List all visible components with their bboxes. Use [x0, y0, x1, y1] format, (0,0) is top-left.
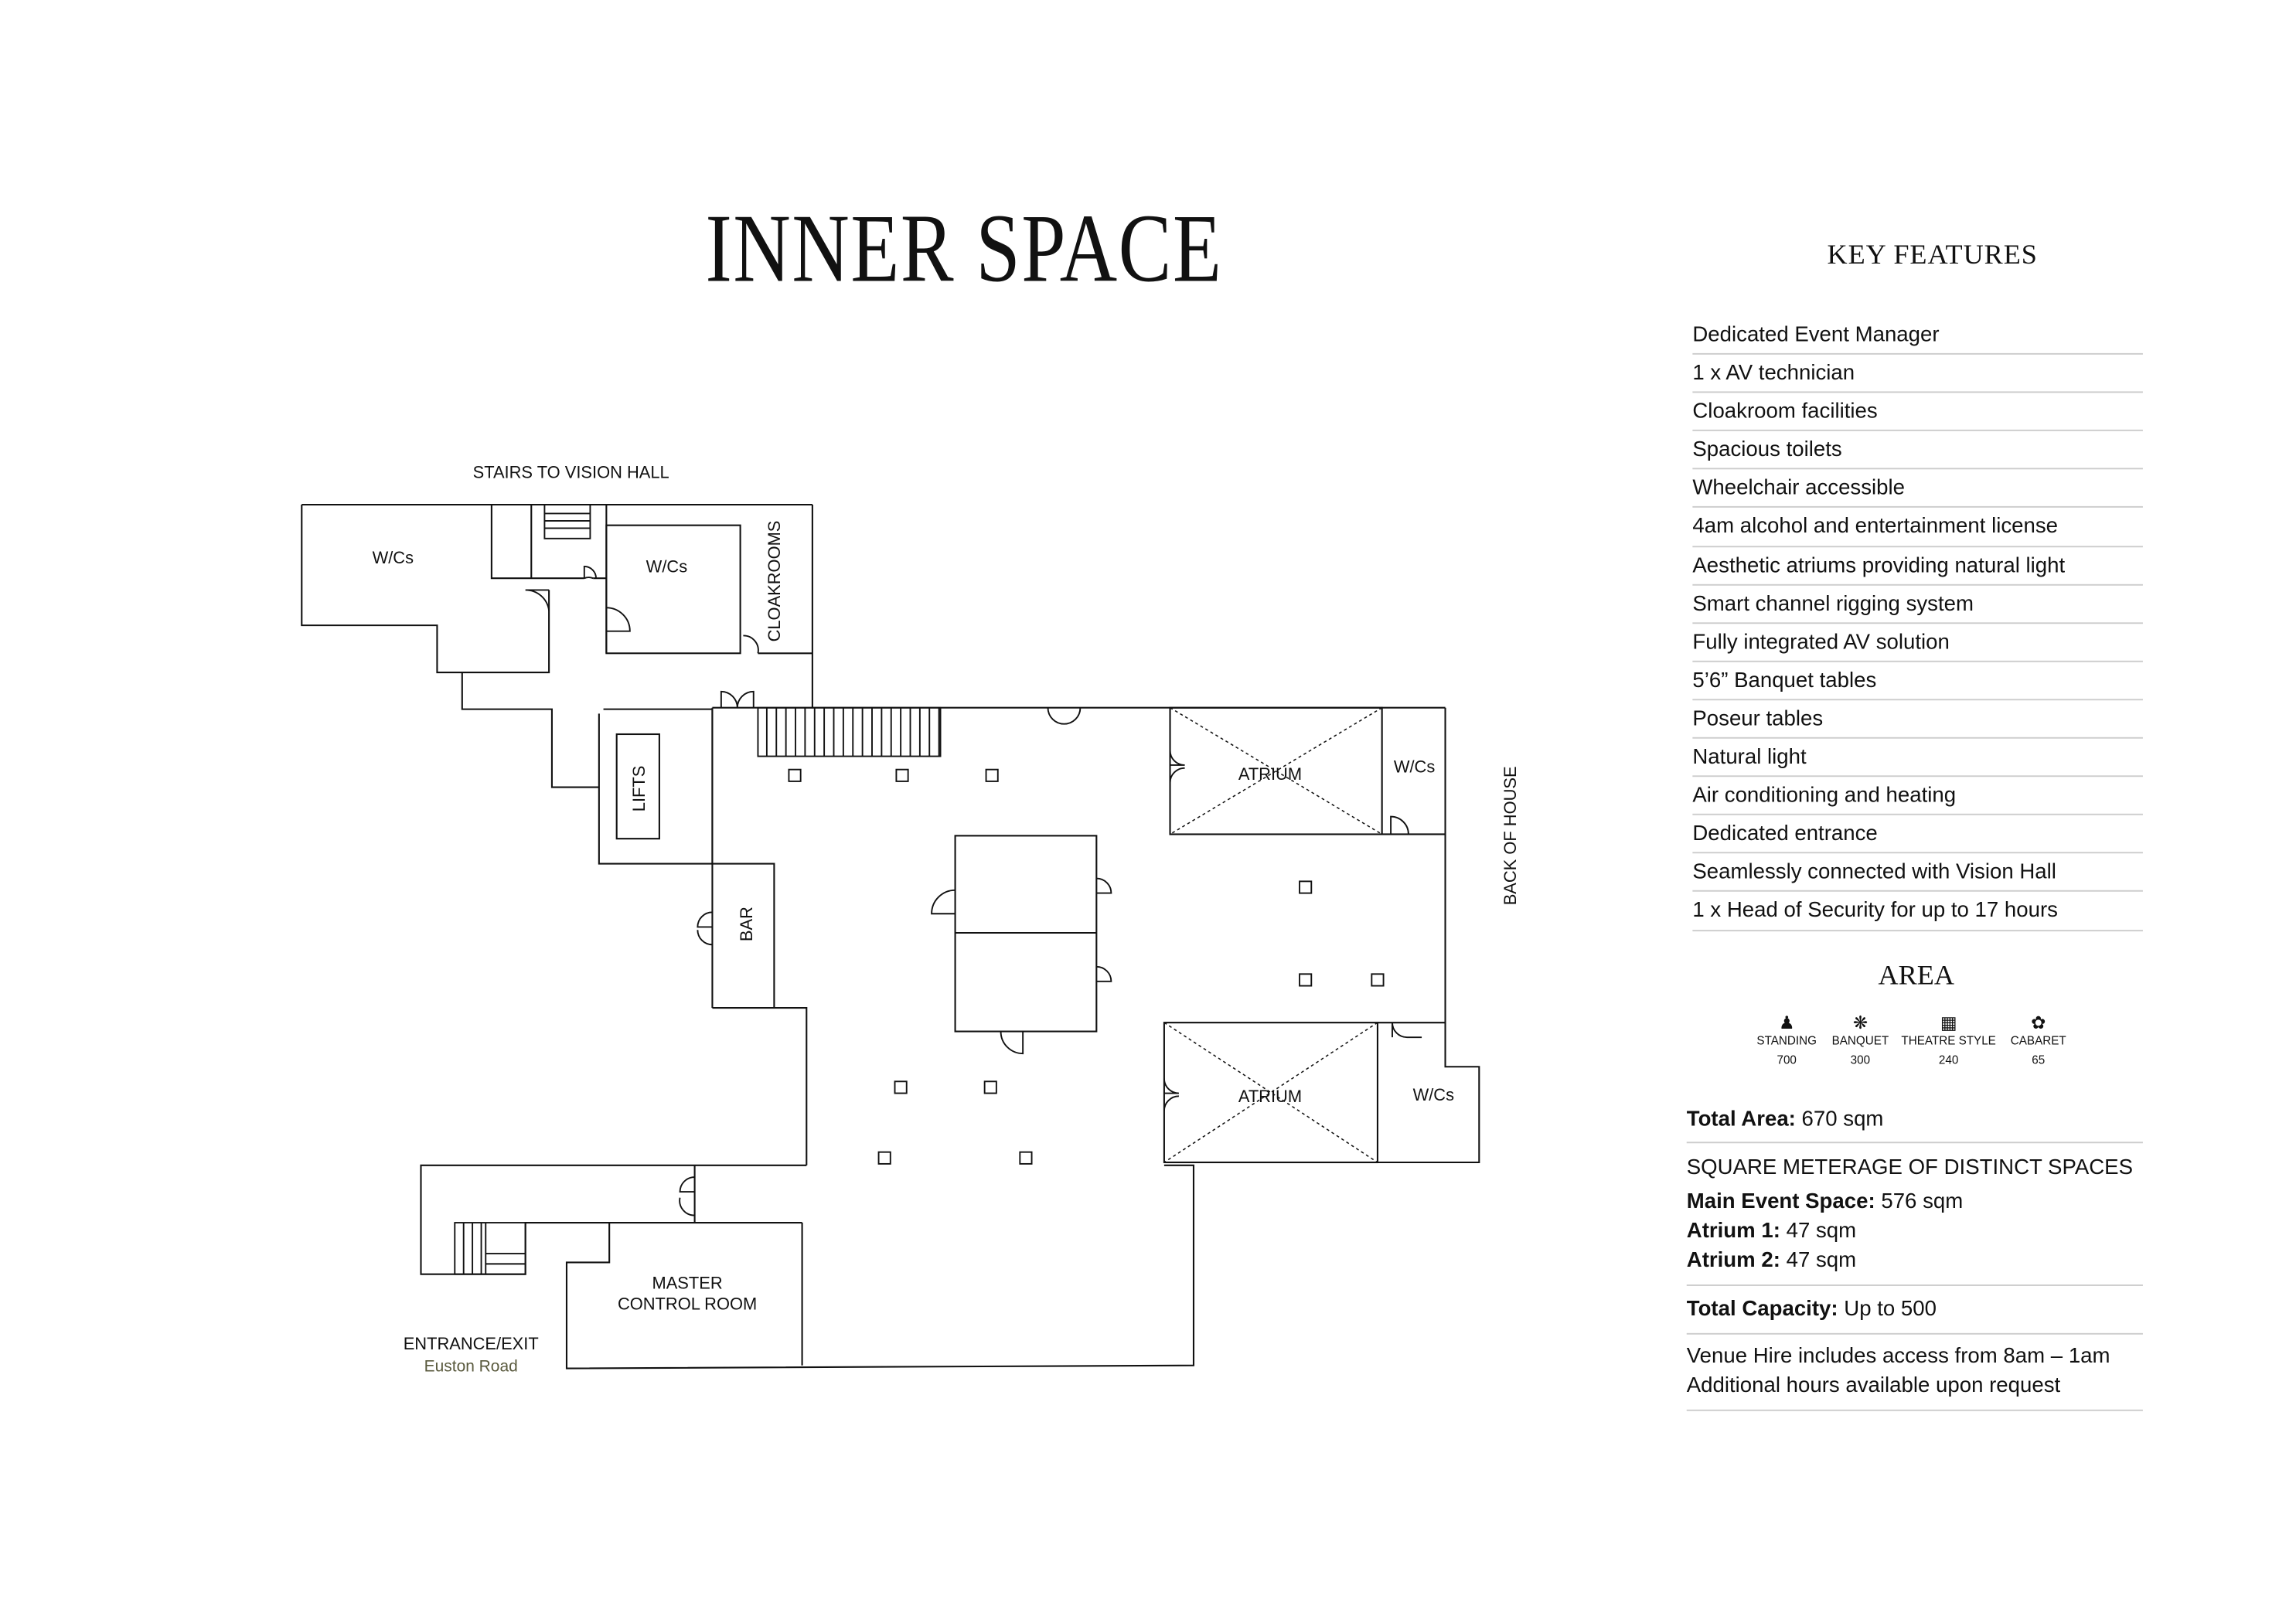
floor-plan: STAIRS TO VISION HALL W/Cs W/Cs CLOAKROO… — [301, 463, 1520, 1375]
stairs — [454, 504, 942, 1275]
distinct-spaces-heading: SQUARE METERAGE OF DISTINCT SPACES — [1686, 1156, 2134, 1180]
total-area-label: Total Area: — [1686, 1108, 1796, 1132]
capacity-cabaret: ✿ CABARET 65 — [1987, 1012, 2090, 1067]
page-title: INNER SPACE — [705, 196, 1223, 304]
feature-item: 1 x AV technician — [1692, 355, 2143, 393]
capacity-value: 700 — [1777, 1053, 1797, 1067]
column — [1019, 1151, 1033, 1165]
columns — [788, 768, 1385, 1165]
label-lifts: LIFTS — [629, 766, 649, 812]
label-back-of-house: BACK OF HOUSE — [1501, 766, 1520, 905]
divider — [1686, 1332, 2143, 1335]
total-capacity-label: Total Capacity: — [1686, 1298, 1838, 1322]
column — [1299, 880, 1313, 894]
atrium-crosses — [1163, 707, 1383, 1163]
feature-item: Cloakroom facilities — [1692, 393, 2143, 432]
feature-item: Smart channel rigging system — [1692, 585, 2143, 624]
capacity-value: 65 — [2032, 1053, 2046, 1067]
label-control-room: CONTROL ROOM — [618, 1294, 757, 1313]
capacity-banquet: ❋ BANQUET 300 — [1809, 1012, 1912, 1067]
label-entrance-exit: ENTRANCE/EXIT — [404, 1334, 539, 1353]
feature-item: 4am alcohol and entertainment license — [1692, 509, 2143, 547]
feature-item: 5’6” Banquet tables — [1692, 662, 2143, 701]
label-wcs: W/Cs — [373, 548, 414, 567]
feature-item: Natural light — [1692, 739, 2143, 777]
capacity-standing: ♟ STANDING 700 — [1736, 1012, 1838, 1067]
feature-item: 1 x Head of Security for up to 17 hours — [1692, 892, 2143, 931]
capacity-value: 240 — [1938, 1053, 1959, 1067]
space-value: 576 sqm — [1881, 1190, 1964, 1214]
label-wcs: W/Cs — [646, 557, 688, 577]
walls — [301, 503, 1480, 1370]
space-label: Atrium 1: — [1686, 1220, 1780, 1244]
label-cloakrooms: CLOAKROOMS — [765, 521, 784, 642]
capacity-label: CABARET — [2010, 1034, 2066, 1048]
feature-item: Dedicated entrance — [1692, 815, 2143, 854]
space-label: Atrium 2: — [1686, 1249, 1780, 1273]
label-bar: BAR — [737, 907, 756, 941]
label-wcs: W/Cs — [1394, 757, 1436, 776]
column — [895, 768, 909, 782]
hire-hours: Venue Hire includes access from 8am – 1a… — [1686, 1345, 2110, 1369]
total-area: Total Area: 670 sqm — [1687, 1108, 2143, 1131]
space-label: Main Event Space: — [1686, 1190, 1875, 1214]
feature-item: Wheelchair accessible — [1692, 470, 2143, 509]
divider — [1686, 1284, 2143, 1286]
banquet-icon: ❋ — [1852, 1012, 1868, 1033]
column — [894, 1080, 908, 1094]
cabaret-icon: ✿ — [2031, 1012, 2046, 1033]
feature-item: Spacious toilets — [1692, 431, 2143, 471]
column — [983, 1080, 997, 1094]
column — [985, 768, 999, 782]
capacity-theatre: ▦ THEATRE STYLE 240 — [1897, 1012, 2000, 1067]
label-master-control: MASTER — [652, 1274, 722, 1293]
feature-item: Air conditioning and heating — [1692, 777, 2143, 816]
column — [1299, 973, 1313, 987]
label-atrium-2: ATRIUM — [1238, 1087, 1302, 1106]
space-main: Main Event Space: 576 sqm — [1687, 1190, 2143, 1213]
person-icon: ♟ — [1778, 1012, 1795, 1033]
column — [788, 768, 802, 782]
label-atrium-1: ATRIUM — [1238, 764, 1302, 784]
capacity-label: BANQUET — [1831, 1034, 1889, 1048]
feature-item: Fully integrated AV solution — [1692, 624, 2143, 662]
label-euston-road: Euston Road — [424, 1357, 518, 1375]
column — [877, 1151, 891, 1165]
door-swings — [525, 566, 1422, 1216]
column — [1371, 973, 1385, 987]
feature-item: Poseur tables — [1692, 700, 2143, 739]
label-stairs-to-vision-hall: STAIRS TO VISION HALL — [473, 463, 669, 482]
key-features-title: KEY FEATURES — [1827, 240, 2038, 271]
capacity-label: THEATRE STYLE — [1901, 1034, 1996, 1048]
additional-hours: Additional hours available upon request — [1686, 1374, 2061, 1398]
feature-item: Aesthetic atriums providing natural ligh… — [1692, 546, 2143, 586]
space-atrium-1: Atrium 1: 47 sqm — [1687, 1220, 2143, 1243]
total-capacity-value: Up to 500 — [1844, 1298, 1937, 1322]
space-atrium-2: Atrium 2: 47 sqm — [1687, 1249, 2143, 1272]
label-wcs: W/Cs — [1413, 1085, 1455, 1104]
capacity-label: STANDING — [1756, 1034, 1817, 1048]
theatre-icon: ▦ — [1940, 1012, 1957, 1033]
space-value: 47 sqm — [1786, 1249, 1857, 1273]
feature-item: Seamlessly connected with Vision Hall — [1692, 854, 2143, 893]
divider — [1686, 1142, 2143, 1144]
divider — [1686, 1409, 2143, 1411]
space-value: 47 sqm — [1786, 1220, 1857, 1244]
total-area-value: 670 sqm — [1801, 1108, 1884, 1132]
capacity-value: 300 — [1850, 1053, 1871, 1067]
total-capacity: Total Capacity: Up to 500 — [1687, 1298, 2143, 1321]
feature-item: Dedicated Event Manager — [1692, 316, 2143, 355]
area-title: AREA — [1878, 961, 1954, 992]
